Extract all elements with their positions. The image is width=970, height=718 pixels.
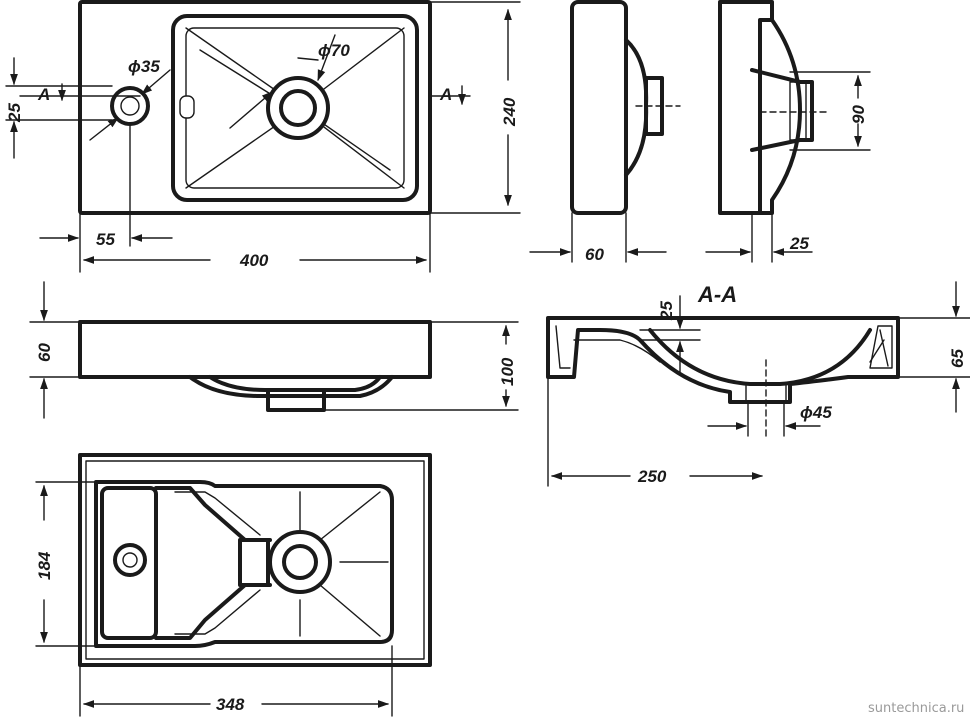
- top-view: [19, 0, 471, 215]
- dim-400: 400: [239, 251, 269, 270]
- side-view-right: [718, 0, 831, 215]
- dim-side-25: 25: [789, 234, 809, 253]
- label-tap-hole: ϕ35: [128, 57, 160, 76]
- watermark: suntechnica.ru: [868, 701, 964, 716]
- dim-drain-90: 90: [849, 105, 868, 124]
- dim-section-25: 25: [657, 301, 676, 321]
- dim-section-250: 250: [637, 467, 667, 486]
- section-title: A-A: [697, 282, 737, 307]
- section-view: [546, 316, 900, 441]
- bottom-view: [78, 453, 432, 667]
- section-mark-right: A: [439, 85, 452, 104]
- side-view-left: [570, 0, 681, 215]
- section-mark-left: A: [37, 85, 50, 104]
- front-view: [78, 320, 432, 412]
- dim-section-65: 65: [948, 349, 967, 368]
- dim-55: 55: [96, 230, 115, 249]
- dim-front-100: 100: [498, 357, 517, 386]
- dim-front-60: 60: [35, 343, 54, 362]
- dim-25-left: 25: [5, 103, 24, 123]
- dim-240: 240: [500, 97, 519, 127]
- dim-bottom-184: 184: [35, 551, 54, 580]
- dim-bottom-348: 348: [216, 695, 245, 714]
- dim-section-drain: ϕ45: [800, 403, 832, 422]
- dim-side-60: 60: [585, 245, 604, 264]
- label-drain-hole: ϕ70: [318, 41, 350, 60]
